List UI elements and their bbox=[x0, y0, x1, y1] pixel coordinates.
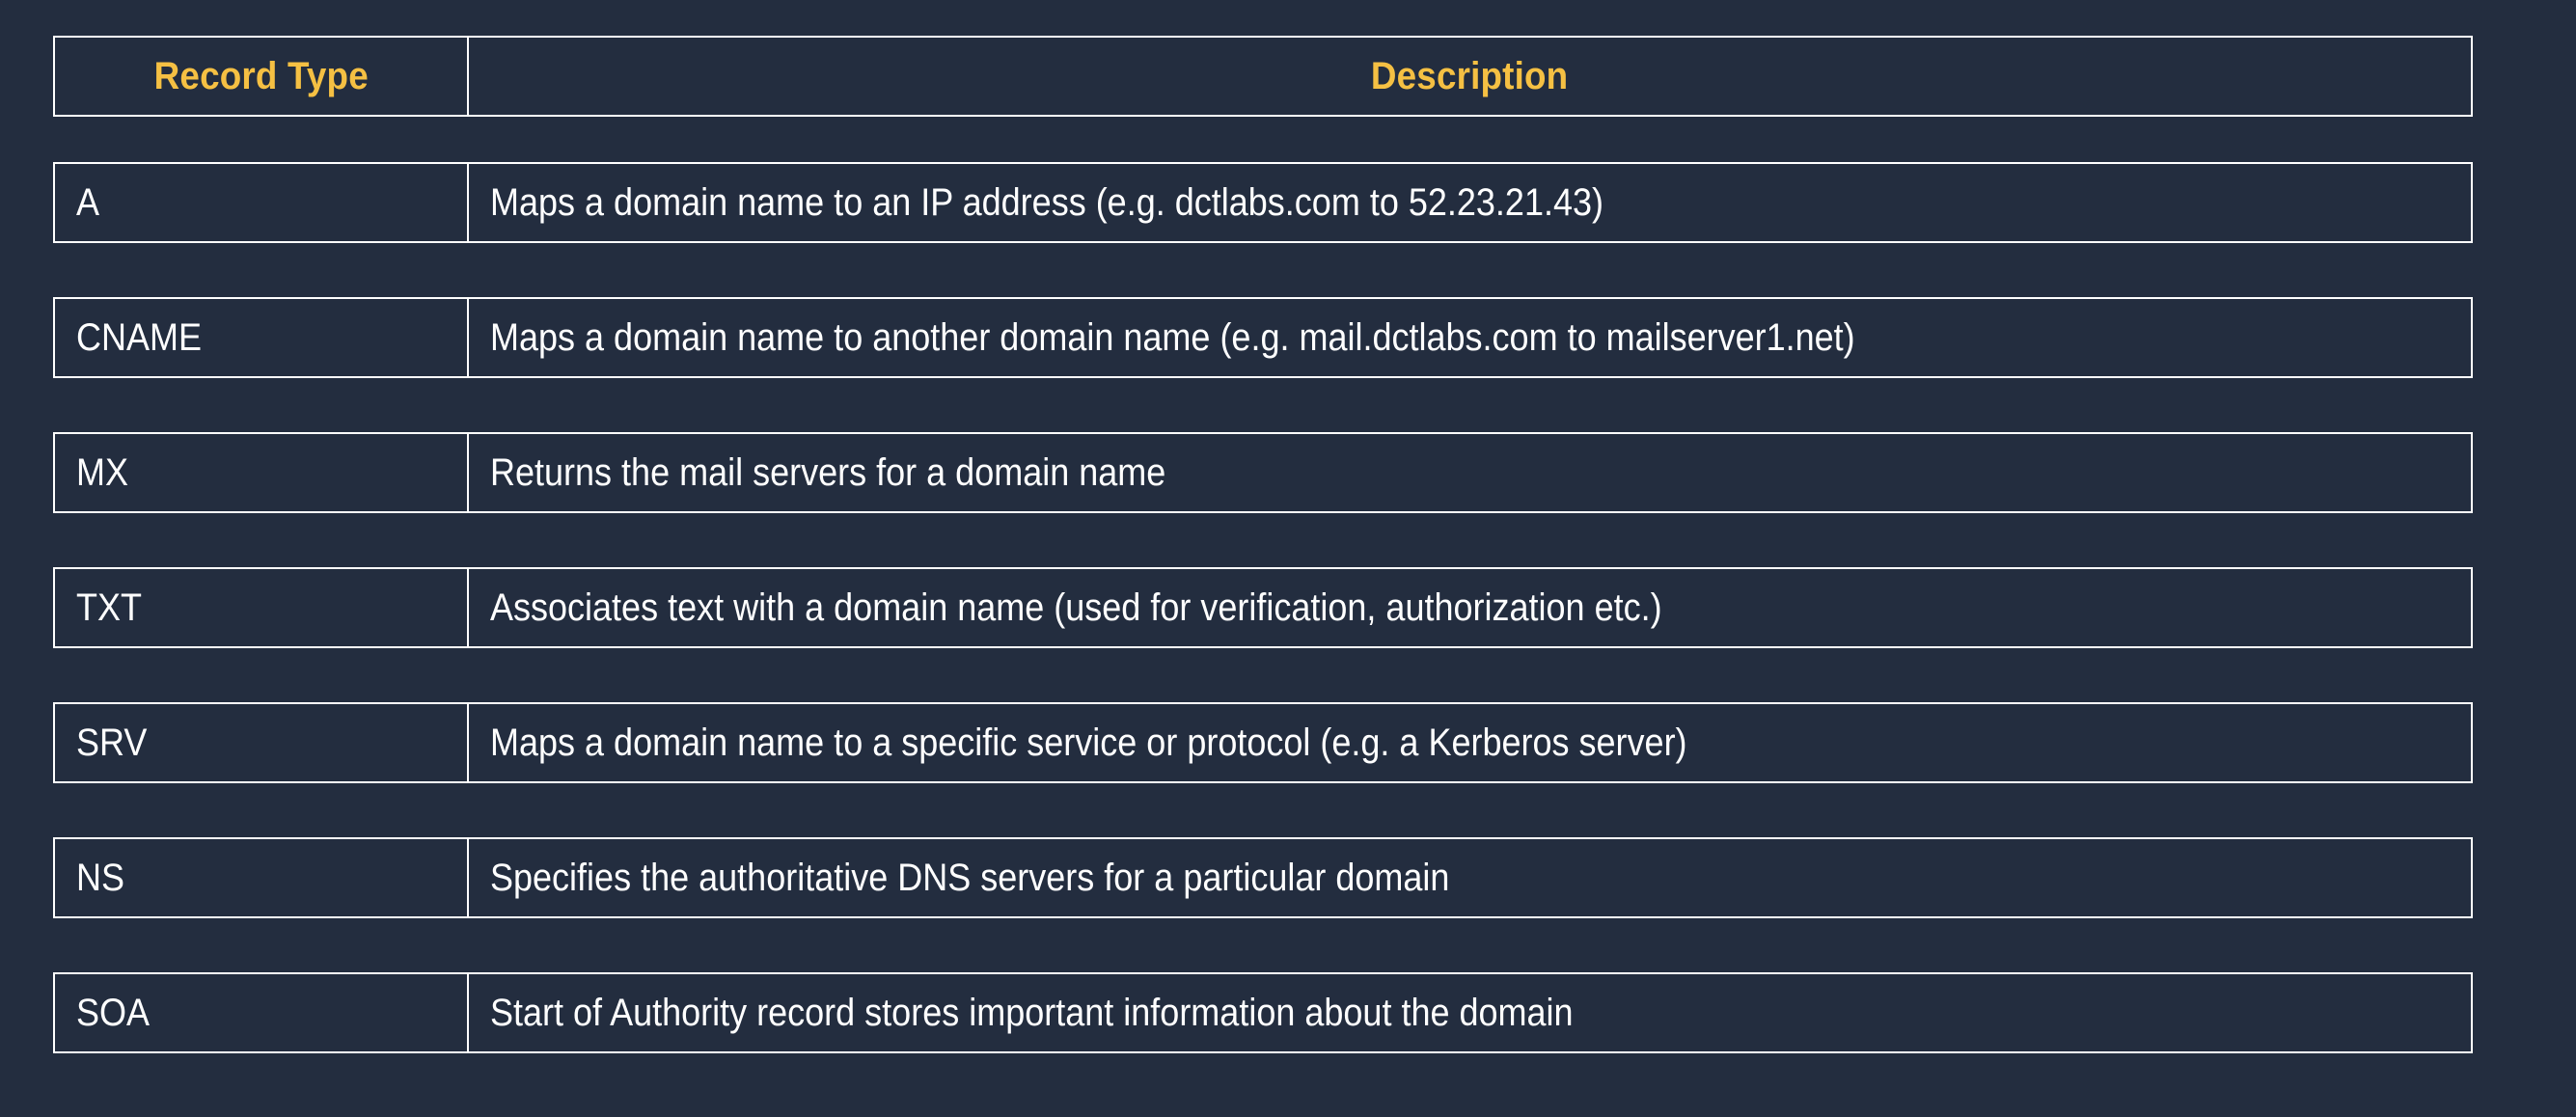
table-row: CNAME Maps a domain name to another doma… bbox=[53, 297, 2473, 378]
column-header-record-type-label: Record Type bbox=[153, 54, 369, 97]
description-value: Specifies the authoritative DNS servers … bbox=[490, 857, 1450, 899]
description-value: Maps a domain name to another domain nam… bbox=[490, 316, 1855, 359]
record-type-value: SOA bbox=[76, 992, 151, 1034]
column-header-description-label: Description bbox=[1371, 54, 1569, 97]
table-header-row: Record Type Description bbox=[53, 36, 2473, 117]
record-type-value: TXT bbox=[76, 586, 142, 629]
cell-record-type: A bbox=[55, 164, 469, 241]
table-row: NS Specifies the authoritative DNS serve… bbox=[53, 837, 2473, 918]
description-value: Maps a domain name to an IP address (e.g… bbox=[490, 181, 1604, 224]
cell-record-type: CNAME bbox=[55, 299, 469, 376]
dns-record-types-table: Record Type Description A Maps a domain … bbox=[53, 36, 2473, 1053]
cell-description: Specifies the authoritative DNS servers … bbox=[469, 839, 2471, 916]
table-header-cell-record-type: Record Type bbox=[55, 38, 469, 115]
cell-description: Maps a domain name to another domain nam… bbox=[469, 299, 2471, 376]
cell-description: Maps a domain name to an IP address (e.g… bbox=[469, 164, 2471, 241]
cell-description: Returns the mail servers for a domain na… bbox=[469, 434, 2471, 511]
cell-record-type: SOA bbox=[55, 974, 469, 1051]
cell-record-type: MX bbox=[55, 434, 469, 511]
description-value: Maps a domain name to a specific service… bbox=[490, 722, 1687, 764]
record-type-value: MX bbox=[76, 451, 128, 494]
record-type-value: A bbox=[76, 181, 100, 224]
record-type-value: SRV bbox=[76, 722, 148, 764]
cell-record-type: NS bbox=[55, 839, 469, 916]
cell-description: Associates text with a domain name (used… bbox=[469, 569, 2471, 646]
cell-record-type: SRV bbox=[55, 704, 469, 781]
table-header-cell-description: Description bbox=[469, 38, 2471, 115]
description-value: Associates text with a domain name (used… bbox=[490, 586, 1662, 629]
cell-record-type: TXT bbox=[55, 569, 469, 646]
table-row: MX Returns the mail servers for a domain… bbox=[53, 432, 2473, 513]
cell-description: Maps a domain name to a specific service… bbox=[469, 704, 2471, 781]
table-row: A Maps a domain name to an IP address (e… bbox=[53, 162, 2473, 243]
cell-description: Start of Authority record stores importa… bbox=[469, 974, 2471, 1051]
record-type-value: NS bbox=[76, 857, 125, 899]
table-row: TXT Associates text with a domain name (… bbox=[53, 567, 2473, 648]
table-row: SOA Start of Authority record stores imp… bbox=[53, 972, 2473, 1053]
description-value: Start of Authority record stores importa… bbox=[490, 992, 1574, 1034]
table-row: SRV Maps a domain name to a specific ser… bbox=[53, 702, 2473, 783]
record-type-value: CNAME bbox=[76, 316, 203, 359]
description-value: Returns the mail servers for a domain na… bbox=[490, 451, 1166, 494]
